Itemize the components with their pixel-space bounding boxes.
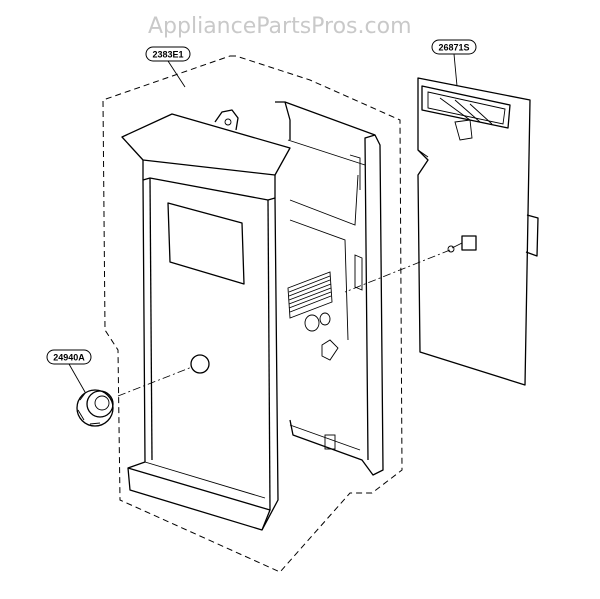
display-window [167,202,245,285]
watermark: AppliancePartsPros.com [148,14,412,39]
pcb-assembly-26871S [417,77,539,386]
rear-housing [275,101,384,476]
part-number-24940A: 24940A [53,353,85,363]
part-number-26871S: 26871S [438,43,469,53]
callout-26871S[interactable]: 26871S [431,39,477,87]
callout-2383E1[interactable]: 2383E1 [145,46,191,88]
axis-line-encoder [344,249,451,293]
control-panel-2383E1 [121,109,291,531]
callout-24940A[interactable]: 24940A [46,349,92,393]
rotary-encoder [447,235,477,253]
axis-line-knob [117,366,193,397]
assembly-boundary [102,55,403,573]
lcd-strip [421,85,511,129]
vent-grille [287,271,333,319]
part-number-2383E1: 2383E1 [152,50,183,60]
knob-hole [190,354,210,374]
knob-24940A [76,389,114,427]
